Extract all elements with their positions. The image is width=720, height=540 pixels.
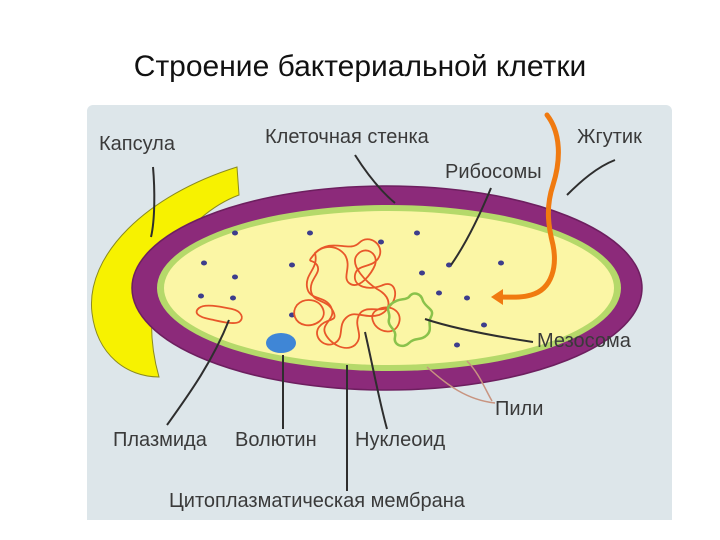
flagellum-hook xyxy=(491,289,503,305)
flagellum-leader xyxy=(566,159,616,196)
nucleoid-strand xyxy=(371,306,401,333)
pilus-line xyxy=(426,366,496,404)
ribosome-dot xyxy=(436,290,442,296)
cytoplasmic-membrane-label: Цитоплазматическая мембрана xyxy=(169,490,466,512)
diagram-canvas: Капсула Клеточная стенка Жгутик Рибосомы… xyxy=(87,105,672,520)
ribosome-dot xyxy=(419,270,425,276)
pili-label: Пили xyxy=(495,398,543,420)
ribosome-dot xyxy=(230,295,236,301)
leader-lines xyxy=(150,154,616,491)
cell-wall-leader xyxy=(354,154,396,204)
nucleoid-strand xyxy=(306,238,397,349)
ribosome-dot xyxy=(481,322,487,328)
mesosoma-label: Мезосома xyxy=(537,330,632,352)
capsule-label: Капсула xyxy=(99,133,176,155)
ribosomes-group xyxy=(198,230,504,348)
mesosoma-shape xyxy=(386,292,434,348)
ribosome-dot xyxy=(307,230,313,236)
nucleoid-strand xyxy=(293,299,325,327)
ribosome-dot xyxy=(198,293,204,299)
ribosome-dot xyxy=(446,262,452,268)
cytoplasm-shape xyxy=(164,211,614,365)
ribosome-dot xyxy=(378,239,384,245)
ribosome-dot xyxy=(464,295,470,301)
nucleoid-leader xyxy=(364,331,388,430)
ribosome-dot xyxy=(454,342,460,348)
cell-wall-label: Клеточная стенка xyxy=(265,126,430,148)
ribosome-dot xyxy=(201,260,207,266)
flagellum-shape xyxy=(496,112,561,300)
ribosomes-leader xyxy=(450,187,492,266)
volutin-label: Волютин xyxy=(235,429,317,451)
ribosome-dot xyxy=(414,230,420,236)
ribosome-dot xyxy=(232,230,238,236)
page-title: Строение бактериальной клетки xyxy=(133,50,587,83)
flagellum-label: Жгутик xyxy=(577,126,642,148)
bacterial-cell-diagram: Капсула Клеточная стенка Жгутик Рибосомы… xyxy=(87,105,672,520)
nucleoid-label: Нуклеоид xyxy=(355,429,446,451)
volutin-shape xyxy=(266,333,296,353)
pilus-line xyxy=(466,360,493,402)
ribosome-dot xyxy=(232,274,238,280)
plasmid-shape xyxy=(195,304,243,324)
nucleoid-shape xyxy=(293,238,401,349)
nucleoid-strand xyxy=(309,246,390,346)
ribosome-dot xyxy=(289,262,295,268)
mesosoma-leader xyxy=(424,318,534,343)
ribosome-dot xyxy=(498,260,504,266)
capsule-leader xyxy=(150,166,156,238)
plasmid-label: Плазмида xyxy=(113,429,208,451)
ribosomes-label: Рибосомы xyxy=(445,161,542,183)
plasmid-leader xyxy=(166,319,230,426)
